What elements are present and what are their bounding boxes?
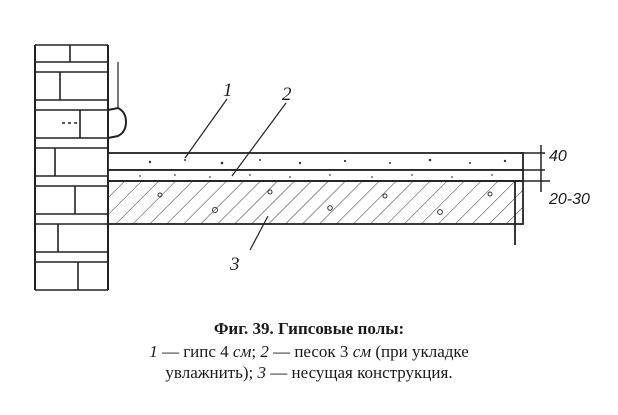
caption-text-3: — несущая конструкция. xyxy=(266,363,453,382)
caption-cont: увлажнить); xyxy=(165,363,258,382)
figure-title: Фиг. 39. Гипсовые полы: xyxy=(213,319,405,338)
callout-2: 2 xyxy=(282,84,292,105)
floor-section-drawing: 40 20-30 1 2 3 xyxy=(34,44,590,291)
caption-num-3: 3 xyxy=(257,363,267,382)
callout-1: 1 xyxy=(223,80,233,101)
caption-unit-2: см xyxy=(352,342,372,361)
dimension-marks xyxy=(520,145,550,192)
dimension-bottom: 20-30 xyxy=(548,191,590,208)
sand-layer xyxy=(107,169,524,182)
caption-unit-1: см xyxy=(232,342,252,361)
caption-text-1: — гипс 4 xyxy=(157,342,233,361)
caption-text-2: — песок 3 xyxy=(268,342,353,361)
callout-3: 3 xyxy=(229,254,240,275)
caption-num-2: 2 xyxy=(260,342,269,361)
caption-line-2: увлажнить); 3 — несущая конструкция. xyxy=(0,362,618,383)
brick-wall xyxy=(34,44,128,291)
leader-lines xyxy=(184,98,287,251)
load-bearing-structure xyxy=(107,180,524,245)
caption-line-1: 1 — гипс 4 см; 2 — песок 3 см (при уклад… xyxy=(0,341,618,362)
caption-sep-1: ; xyxy=(251,342,261,361)
gypsum-layer xyxy=(107,152,524,171)
caption-num-1: 1 xyxy=(149,342,158,361)
dimension-top: 40 xyxy=(549,148,567,165)
caption-sep-2: (при укладке xyxy=(371,342,469,361)
